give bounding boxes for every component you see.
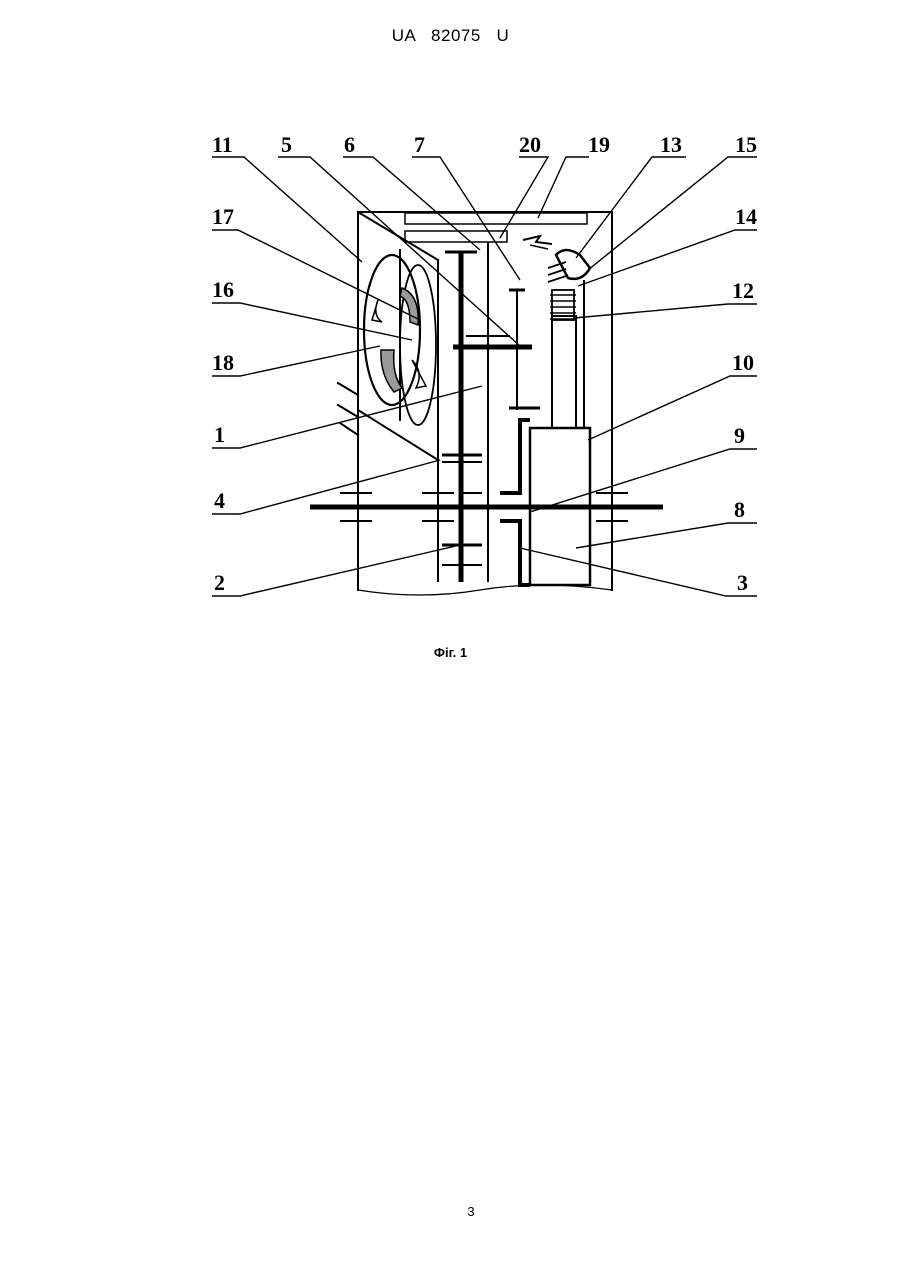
label-19: 19 xyxy=(588,132,610,157)
piston-rod xyxy=(552,316,576,428)
clutch-3 xyxy=(500,420,530,493)
label-13: 13 xyxy=(660,132,682,157)
label-14: 14 xyxy=(735,204,757,229)
page-number: 3 xyxy=(0,1204,901,1219)
mechanism-diagram: 11 5 6 7 20 19 13 15 17 14 16 12 18 10 1… xyxy=(0,0,901,640)
label-18: 18 xyxy=(212,350,234,375)
label-9: 9 xyxy=(734,423,745,448)
top-plate xyxy=(405,213,587,224)
label-5: 5 xyxy=(281,132,292,157)
label-4: 4 xyxy=(214,488,225,513)
label-11: 11 xyxy=(212,132,233,157)
label-17: 17 xyxy=(212,204,234,229)
label-15: 15 xyxy=(735,132,757,157)
label-3: 3 xyxy=(737,570,748,595)
label-10: 10 xyxy=(732,350,754,375)
figure-caption: Фіг. 1 xyxy=(0,645,901,660)
leader-lines xyxy=(212,157,757,596)
label-7: 7 xyxy=(414,132,425,157)
label-20: 20 xyxy=(519,132,541,157)
label-1: 1 xyxy=(214,422,225,447)
label-12: 12 xyxy=(732,278,754,303)
label-8: 8 xyxy=(734,497,745,522)
spark-icon xyxy=(523,236,552,244)
label-6: 6 xyxy=(344,132,355,157)
label-16: 16 xyxy=(212,277,234,302)
label-2: 2 xyxy=(214,570,225,595)
